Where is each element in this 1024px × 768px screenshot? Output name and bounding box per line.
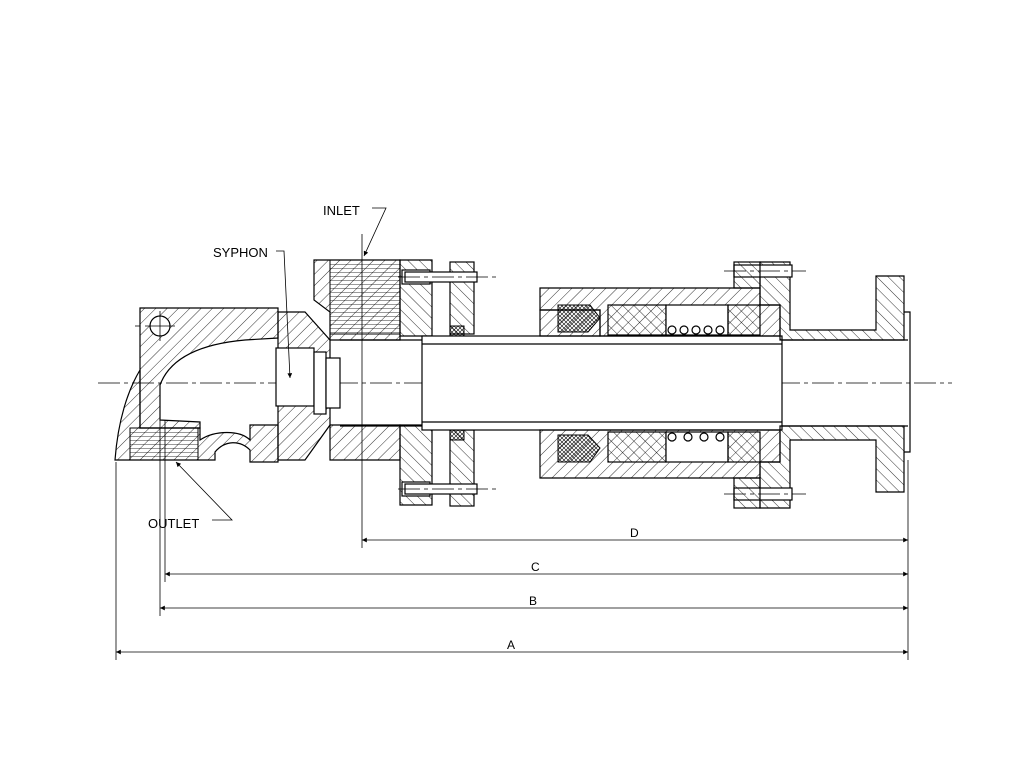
dimension-b: B xyxy=(159,594,908,611)
syphon-coupling xyxy=(275,311,341,461)
inlet-callout: INLET xyxy=(323,203,387,257)
carbon-seal xyxy=(557,434,601,463)
inlet-thread xyxy=(329,259,401,335)
flange-bolts-left xyxy=(398,261,500,507)
dimension-d-label: D xyxy=(630,526,639,540)
outlet-thread xyxy=(129,427,199,461)
elbow-housing xyxy=(114,307,279,463)
dimension-a: A xyxy=(116,638,908,655)
extension-lines xyxy=(115,234,909,660)
dimension-d: D xyxy=(362,526,908,543)
carbon-seal xyxy=(557,304,601,333)
dimension-c-label: C xyxy=(531,560,540,574)
spring xyxy=(667,325,725,442)
outlet-label: OUTLET xyxy=(148,516,199,531)
inlet-label: INLET xyxy=(323,203,360,218)
syphon-callout: SYPHON xyxy=(213,245,293,379)
dimension-b-label: B xyxy=(529,594,537,608)
outlet-callout: OUTLET xyxy=(148,461,233,531)
syphon-label: SYPHON xyxy=(213,245,268,260)
rotor-shaft xyxy=(340,335,908,431)
dimension-c: C xyxy=(164,560,908,577)
dimension-a-label: A xyxy=(507,638,515,652)
seal-housing xyxy=(539,287,781,479)
right-flange xyxy=(724,261,911,509)
